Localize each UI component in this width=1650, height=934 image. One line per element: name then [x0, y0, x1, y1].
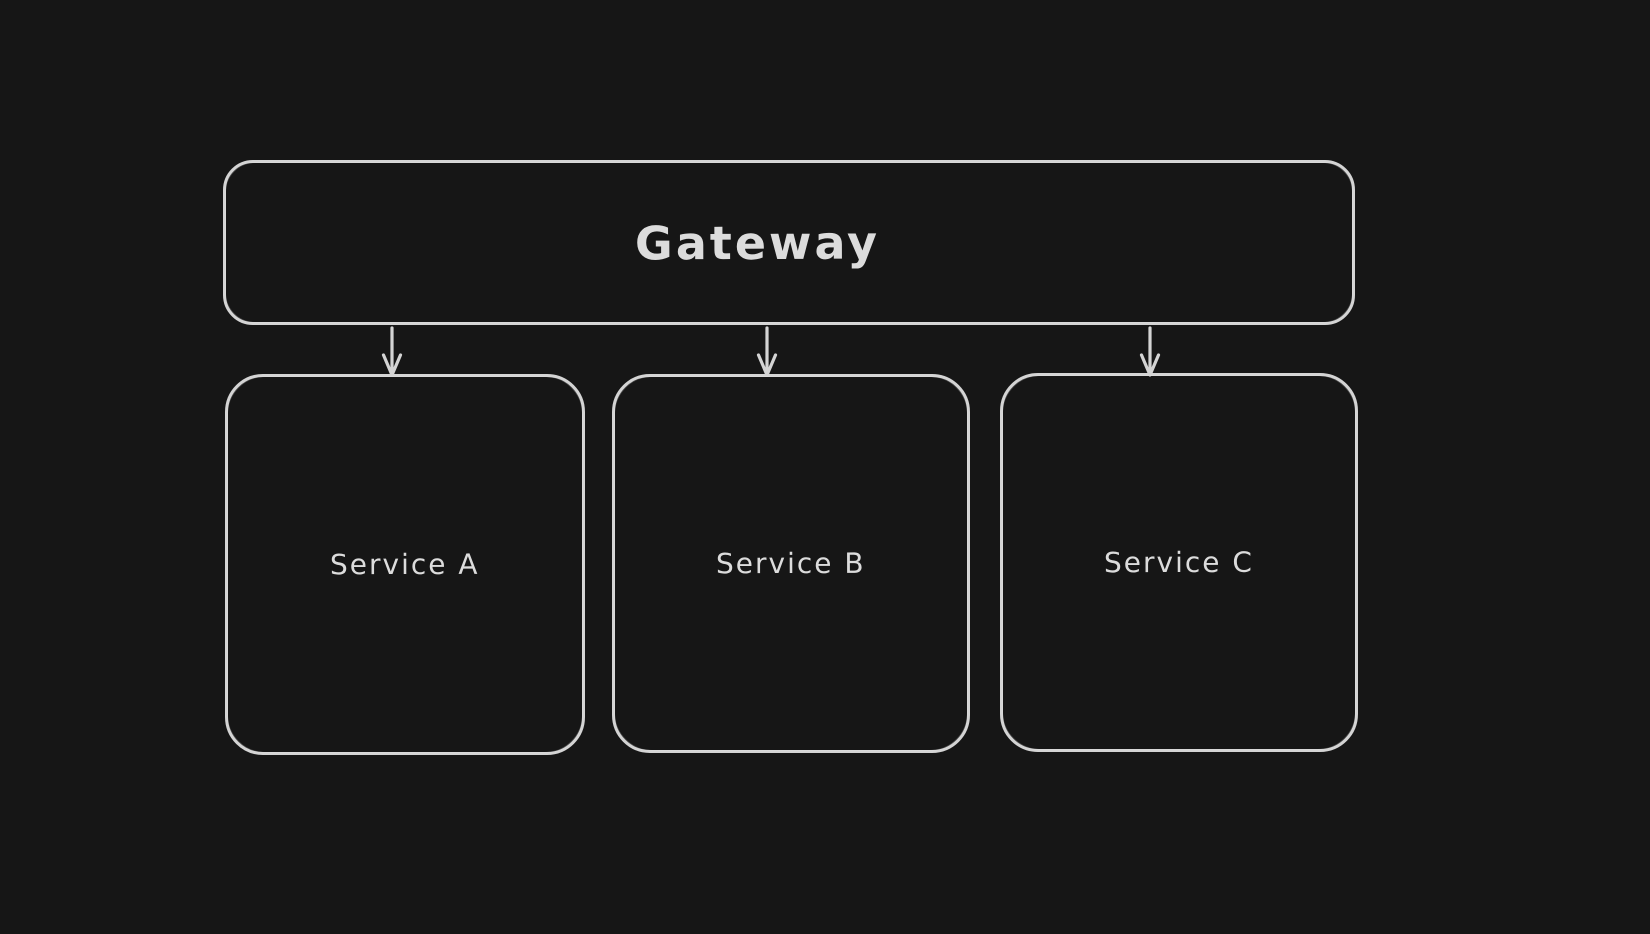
node-service-b[interactable]: Service B [612, 374, 970, 753]
node-service-b-label: Service B [716, 546, 866, 581]
node-gateway[interactable]: Gateway [223, 160, 1355, 325]
arrow-gateway-to-service-c[interactable] [1139, 326, 1161, 377]
node-service-c[interactable]: Service C [1000, 373, 1358, 752]
arrow-gateway-to-service-a[interactable] [381, 326, 403, 377]
node-service-c-label: Service C [1103, 545, 1255, 580]
node-gateway-label: Gateway [635, 215, 881, 270]
node-service-a[interactable]: Service A [225, 374, 585, 755]
node-service-a-label: Service A [330, 547, 480, 582]
arrow-gateway-to-service-b[interactable] [756, 326, 778, 377]
